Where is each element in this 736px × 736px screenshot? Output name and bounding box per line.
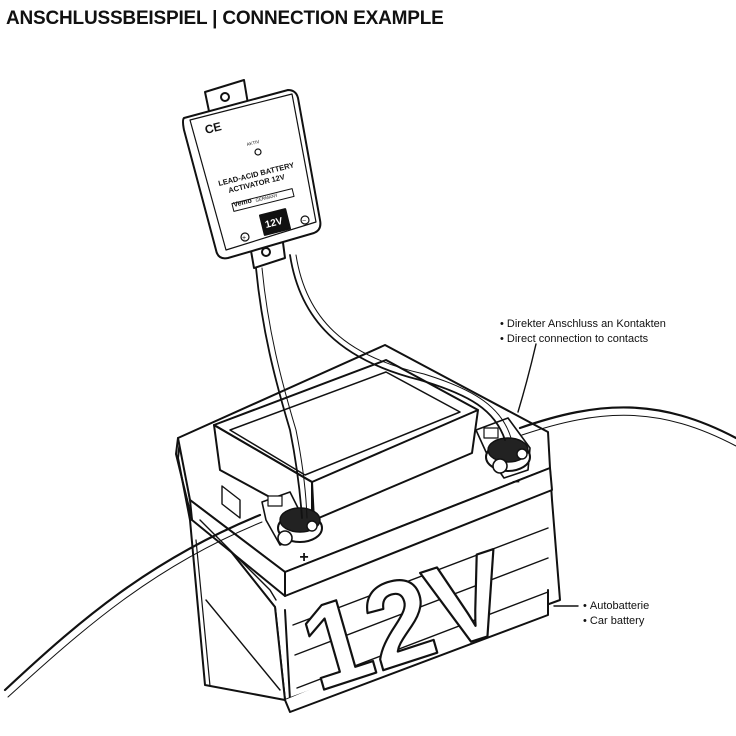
annotation-battery: Autobatterie Car battery bbox=[583, 599, 649, 629]
made-in-label: GERMANY bbox=[255, 193, 278, 203]
cable-left bbox=[3, 513, 262, 692]
voltage-badge-frame bbox=[258, 208, 292, 236]
minus-terminal-label: − bbox=[512, 474, 520, 489]
status-label: AKTIV bbox=[246, 139, 260, 147]
leader-line-contacts bbox=[517, 343, 537, 413]
activator-lead-plus bbox=[255, 267, 303, 519]
annotation-battery-en: Car battery bbox=[583, 614, 649, 629]
battery-terminal-plus bbox=[261, 491, 323, 546]
annotation-battery-de: Autobatterie bbox=[583, 599, 649, 614]
annotation-contacts: Direkter Anschluss an Kontakten Direct c… bbox=[500, 317, 666, 347]
cables bbox=[3, 254, 736, 698]
status-led bbox=[254, 148, 262, 156]
voltage-badge: 12V bbox=[264, 216, 284, 231]
battery-activator-device bbox=[182, 79, 322, 269]
battery-terminal-minus bbox=[475, 417, 531, 479]
device-minus-symbol: − bbox=[302, 218, 306, 225]
plus-terminal-label: + bbox=[299, 549, 308, 566]
brand-logo: Vemo bbox=[233, 198, 253, 209]
device-plus-symbol: + bbox=[242, 235, 246, 242]
cable-right bbox=[518, 406, 736, 440]
annotation-contacts-en: Direct connection to contacts bbox=[500, 332, 666, 347]
annotation-contacts-de: Direkter Anschluss an Kontakten bbox=[500, 317, 666, 332]
activator-lead-minus bbox=[289, 254, 506, 441]
page-title: ANSCHLUSSBEISPIEL | CONNECTION EXAMPLE bbox=[6, 8, 444, 29]
ce-mark: CE bbox=[203, 119, 223, 137]
